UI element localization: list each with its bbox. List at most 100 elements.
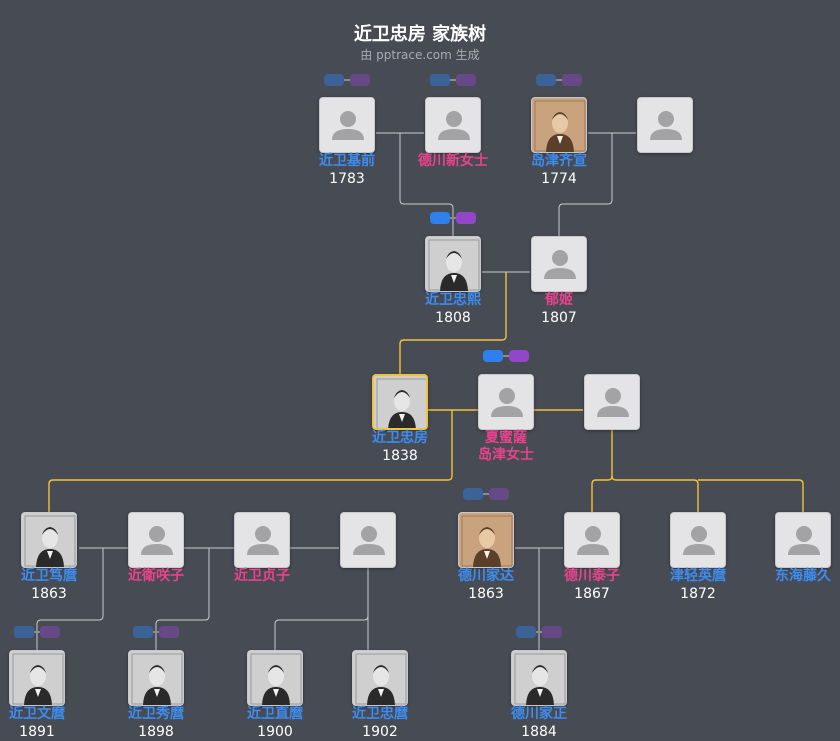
person-name[interactable]: 近卫文麿 (9, 706, 65, 722)
toggle-link (536, 631, 542, 633)
person-name[interactable]: 近卫忠麿 (352, 706, 408, 722)
avatar-placeholder-icon (577, 526, 609, 555)
portrait-photo (248, 651, 302, 705)
portrait-photo (374, 376, 426, 428)
expand-maternal-button[interactable] (456, 212, 476, 224)
toggle-link (556, 79, 562, 81)
person-birth-year: 1902 (362, 724, 398, 740)
avatar-placeholder-icon (683, 526, 715, 555)
person-birth-year: 1900 (257, 724, 293, 740)
avatar-placeholder-icon (597, 388, 629, 417)
lineage-line (48, 410, 453, 512)
portrait-photo (10, 651, 64, 705)
person-name[interactable]: 近卫忠熙 (425, 292, 481, 308)
expand-paternal-button[interactable] (463, 488, 483, 500)
person-birth-year: 1774 (541, 171, 577, 187)
expand-toggle-group (430, 74, 478, 86)
person-card-p21[interactable] (352, 650, 408, 706)
person-name[interactable]: 岛津女士 (478, 447, 534, 463)
person-name[interactable]: 近卫秀麿 (128, 706, 184, 722)
person-birth-year: 1783 (329, 171, 365, 187)
person-name[interactable]: 岛津齐宣 (531, 153, 587, 169)
person-card-p4[interactable] (637, 97, 693, 153)
person-birth-year: 1898 (138, 724, 174, 740)
expand-paternal-button[interactable] (430, 212, 450, 224)
person-card-p10[interactable] (21, 512, 77, 568)
person-name[interactable]: 近卫笃麿 (21, 568, 77, 584)
person-name[interactable]: 近卫直麿 (247, 706, 303, 722)
portrait-photo (532, 98, 586, 152)
expand-maternal-button[interactable] (456, 74, 476, 86)
person-name[interactable]: 德川新女士 (418, 153, 488, 169)
expand-paternal-button[interactable] (14, 626, 34, 638)
person-card-p2[interactable] (425, 97, 481, 153)
person-name[interactable]: 德川家达 (458, 568, 514, 584)
expand-toggle-group (463, 488, 511, 500)
person-name[interactable]: 东海藤久 (775, 568, 831, 584)
portrait-photo (22, 513, 76, 567)
person-card-p8[interactable] (478, 374, 534, 430)
person-name[interactable]: 郁姬 (545, 292, 573, 308)
toggle-link (503, 355, 509, 357)
descent-line (36, 548, 104, 650)
person-card-p13[interactable] (340, 512, 396, 568)
person-name[interactable]: 近卫基前 (319, 153, 375, 169)
person-name[interactable]: 近衛咲子 (128, 568, 184, 584)
person-card-p11[interactable] (128, 512, 184, 568)
expand-maternal-button[interactable] (562, 74, 582, 86)
person-name[interactable]: 德川家正 (511, 706, 567, 722)
person-card-p3[interactable] (531, 97, 587, 153)
expand-paternal-button[interactable] (483, 350, 503, 362)
descent-line (155, 548, 210, 650)
tree-title: 近卫忠房 家族树 (353, 24, 487, 45)
descent-line (558, 133, 613, 236)
expand-paternal-button[interactable] (516, 626, 536, 638)
expand-paternal-button[interactable] (133, 626, 153, 638)
expand-maternal-button[interactable] (159, 626, 179, 638)
person-card-p5[interactable] (425, 236, 481, 292)
expand-maternal-button[interactable] (489, 488, 509, 500)
person-card-p18[interactable] (9, 650, 65, 706)
person-card-p14[interactable] (458, 512, 514, 568)
person-birth-year: 1838 (382, 448, 418, 464)
toggle-link (34, 631, 40, 633)
person-card-p1[interactable] (319, 97, 375, 153)
person-card-p20[interactable] (247, 650, 303, 706)
portrait-photo (353, 651, 407, 705)
person-card-p22[interactable] (511, 650, 567, 706)
lineage-line (611, 475, 699, 512)
person-name[interactable]: 近卫贞子 (234, 568, 290, 584)
person-name[interactable]: 近卫忠房 (372, 430, 428, 446)
avatar-placeholder-icon (544, 250, 576, 279)
avatar-placeholder-icon (353, 526, 385, 555)
expand-maternal-button[interactable] (509, 350, 529, 362)
expand-maternal-button[interactable] (40, 626, 60, 638)
person-card-p15[interactable] (564, 512, 620, 568)
expand-paternal-button[interactable] (536, 74, 556, 86)
lineage-line (399, 272, 507, 374)
person-name[interactable]: 津轻英麿 (670, 568, 726, 584)
person-card-p6[interactable] (531, 236, 587, 292)
person-card-p7[interactable] (372, 374, 428, 430)
person-card-p19[interactable] (128, 650, 184, 706)
person-card-p12[interactable] (234, 512, 290, 568)
expand-paternal-button[interactable] (430, 74, 450, 86)
portrait-photo (512, 651, 566, 705)
person-birth-year: 1884 (521, 724, 557, 740)
avatar-placeholder-icon (141, 526, 173, 555)
expand-toggle-group (324, 74, 372, 86)
person-card-p9[interactable] (584, 374, 640, 430)
descent-line (399, 133, 454, 236)
person-name[interactable]: 德川泰子 (564, 568, 620, 584)
expand-paternal-button[interactable] (324, 74, 344, 86)
expand-toggle-group (430, 212, 478, 224)
expand-maternal-button[interactable] (350, 74, 370, 86)
person-name[interactable]: 夏蜜薩 (485, 430, 527, 446)
person-card-p16[interactable] (670, 512, 726, 568)
toggle-link (153, 631, 159, 633)
toggle-link (450, 217, 456, 219)
person-birth-year: 1872 (680, 586, 716, 602)
expand-maternal-button[interactable] (542, 626, 562, 638)
person-card-p17[interactable] (775, 512, 831, 568)
